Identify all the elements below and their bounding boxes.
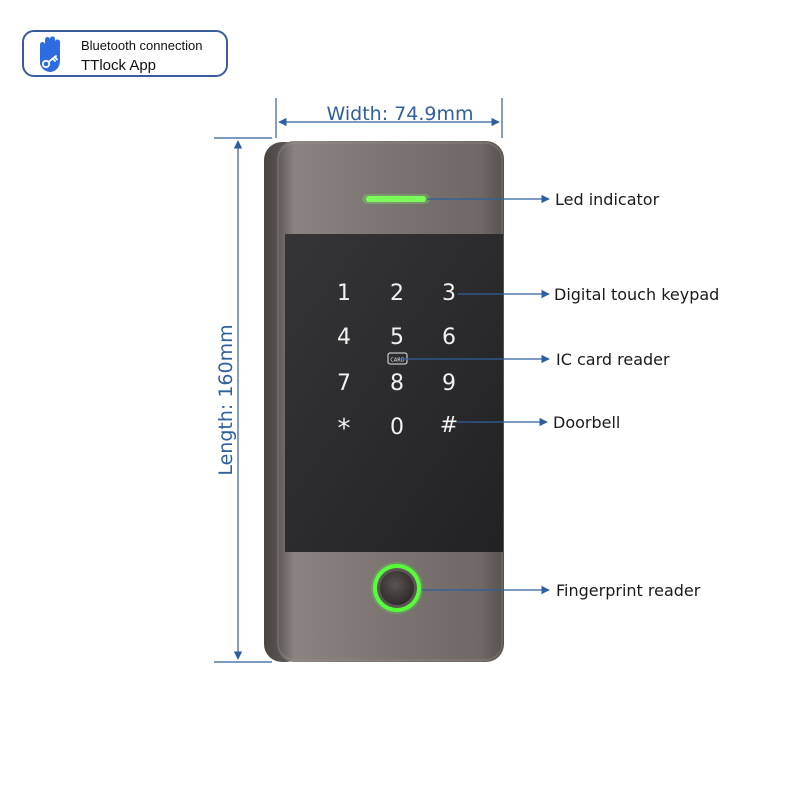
key-9[interactable]: 9 <box>442 371 456 396</box>
led-indicator <box>366 196 426 202</box>
key-8[interactable]: 8 <box>390 371 404 396</box>
callout-card-reader: IC card reader <box>556 350 670 369</box>
card-mark: CARD <box>390 358 404 364</box>
key-hash[interactable]: # <box>440 413 458 438</box>
hand-key-icon <box>40 36 60 72</box>
bluetooth-badge: Bluetooth connection TTlock App <box>22 30 228 77</box>
key-7[interactable]: 7 <box>337 371 351 396</box>
key-4[interactable]: 4 <box>337 325 351 350</box>
callout-keypad: Digital touch keypad <box>554 285 719 304</box>
key-star[interactable]: * <box>338 414 351 444</box>
width-label: Width: 74.9mm <box>327 103 474 125</box>
key-2[interactable]: 2 <box>390 281 404 306</box>
badge-title: Bluetooth connection <box>81 38 203 53</box>
length-dimension: Length: 160mm <box>214 137 272 663</box>
width-dimension: Width: 74.9mm <box>275 98 503 138</box>
fingerprint-sensor[interactable] <box>371 562 423 614</box>
callout-fingerprint: Fingerprint reader <box>556 581 701 600</box>
length-label: Length: 160mm <box>215 324 237 475</box>
callout-doorbell: Doorbell <box>553 413 620 432</box>
badge-app-name: TTlock App <box>81 57 157 74</box>
key-5[interactable]: 5 <box>390 325 404 350</box>
lock-device: 1 2 3 4 5 6 7 8 9 * 0 # CARD <box>264 141 504 662</box>
callout-led-indicator: Led indicator <box>555 190 660 209</box>
key-0[interactable]: 0 <box>390 415 404 440</box>
key-1[interactable]: 1 <box>337 281 351 306</box>
key-3[interactable]: 3 <box>442 281 456 306</box>
key-6[interactable]: 6 <box>442 325 456 350</box>
keypad-panel <box>285 234 503 552</box>
